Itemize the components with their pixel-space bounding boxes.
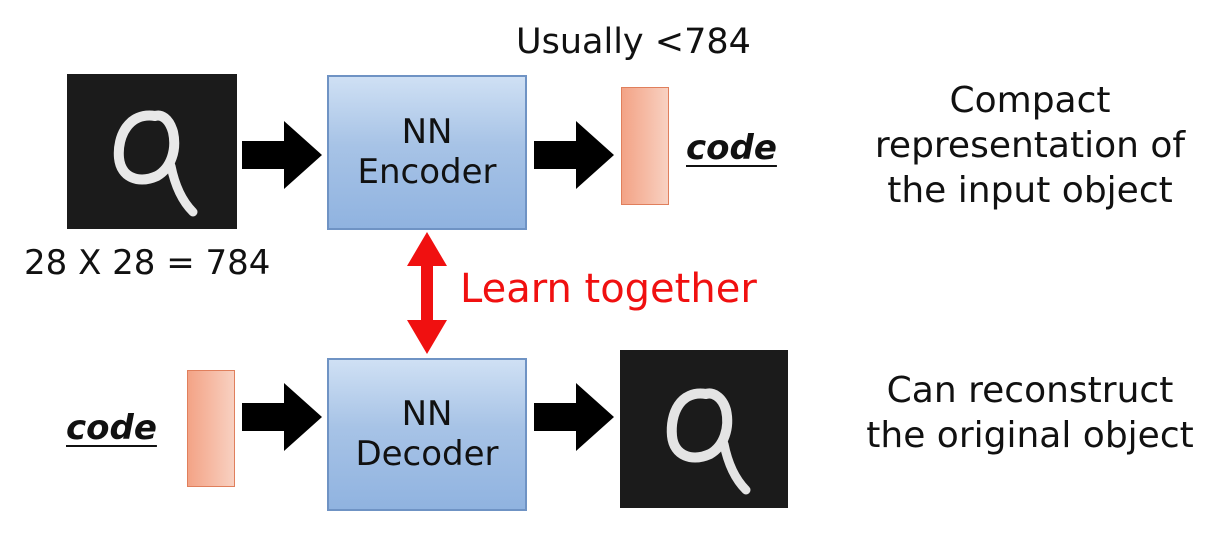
- caption-line: representation of: [874, 125, 1186, 166]
- output-digit-image: [620, 350, 788, 508]
- right-arrow-icon: [534, 121, 614, 189]
- right-arrow-icon: [534, 383, 614, 451]
- handwritten-digit-9-icon: [666, 388, 751, 495]
- code-label: code: [66, 408, 157, 448]
- input-size-label: 28 X 28 = 784: [24, 243, 271, 283]
- nn-encoder-box: NN Encoder: [327, 75, 527, 230]
- input-digit-image: [67, 74, 237, 229]
- decoder-line2: Decoder: [355, 433, 499, 474]
- nn-decoder-box: NN Decoder: [327, 358, 527, 511]
- decoder-line1: NN: [401, 394, 453, 435]
- learn-together-label: Learn together: [460, 266, 757, 312]
- code-vector-bar: [187, 370, 235, 487]
- compact-representation-caption: Compact representation of the input obje…: [850, 78, 1210, 213]
- right-arrow-icon: [242, 383, 322, 451]
- code-vector-bar: [621, 87, 669, 205]
- encoder-line1: NN: [401, 112, 453, 153]
- encoder-line2: Encoder: [357, 151, 497, 192]
- right-arrow-icon: [242, 121, 322, 189]
- reconstruct-caption: Can reconstruct the original object: [850, 368, 1210, 458]
- double-headed-arrow-icon: [407, 232, 447, 354]
- code-label: code: [686, 128, 777, 168]
- caption-line: the original object: [866, 415, 1194, 456]
- caption-line: Compact: [949, 80, 1111, 121]
- code-size-label: Usually <784: [516, 22, 751, 62]
- handwritten-digit-9-icon: [113, 110, 198, 217]
- caption-line: the input object: [887, 170, 1173, 211]
- caption-line: Can reconstruct: [886, 370, 1174, 411]
